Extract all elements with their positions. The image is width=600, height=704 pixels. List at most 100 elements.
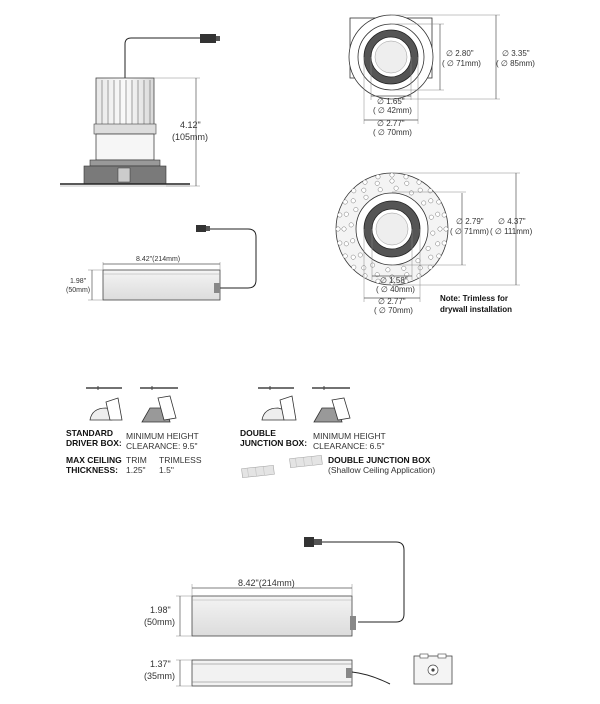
perforation-hole <box>375 278 381 284</box>
perforation-hole <box>408 190 414 196</box>
trim-top-view: ∅ 2.80" ( ∅ 71mm) ∅ 3.35" ( ∅ 85mm) ∅ 1.… <box>348 14 535 137</box>
perforation-hole <box>425 245 431 251</box>
perforation-hole <box>436 199 442 205</box>
perforation-hole <box>389 178 395 184</box>
svg-text:(35mm): (35mm) <box>144 671 175 681</box>
perforation-hole <box>436 253 442 259</box>
perforation-hole <box>443 226 449 232</box>
svg-text:∅ 3.35": ∅ 3.35" <box>502 49 530 58</box>
perforation-hole <box>342 199 348 205</box>
perforation-hole <box>403 278 409 284</box>
perforation-hole <box>353 207 359 213</box>
perforation-hole <box>427 264 433 270</box>
svg-text:( ∅ 85mm): ( ∅ 85mm) <box>496 59 535 68</box>
svg-text:∅ 4.37": ∅ 4.37" <box>498 217 526 226</box>
svg-text:( ∅ 70mm): ( ∅ 70mm) <box>373 128 412 137</box>
svg-text:drywall installation: drywall installation <box>440 305 512 314</box>
svg-text:∅ 2.80": ∅ 2.80" <box>446 49 474 58</box>
install-icon-standard-trimless <box>140 386 178 423</box>
svg-text:1.98": 1.98" <box>70 278 87 285</box>
trimless-note: Note: Trimless for <box>440 294 508 303</box>
svg-text:( ∅ 70mm): ( ∅ 70mm) <box>374 306 413 315</box>
connector-icon <box>196 225 206 232</box>
svg-text:( ∅ 71mm): ( ∅ 71mm) <box>450 227 489 236</box>
perforation-hole <box>337 240 343 246</box>
svg-text:∅ 1.65": ∅ 1.65" <box>377 97 405 106</box>
perforation-hole <box>351 188 357 194</box>
double-junction-box-icons: DOUBLE JUNCTION BOX (Shallow Ceiling App… <box>241 455 435 478</box>
perforation-hole <box>415 258 421 264</box>
perforation-hole <box>342 253 348 259</box>
perforation-hole <box>427 188 433 194</box>
double-junction-box-spec: DOUBLE JUNCTION BOX: MINIMUM HEIGHT CLEA… <box>240 428 386 451</box>
svg-text:( ∅ 42mm): ( ∅ 42mm) <box>373 106 412 115</box>
perforation-hole <box>348 222 354 228</box>
svg-text:DOUBLE JUNCTION BOX: DOUBLE JUNCTION BOX <box>328 455 431 465</box>
svg-text:(50mm): (50mm) <box>144 617 175 627</box>
svg-text:∅ 2.79": ∅ 2.79" <box>456 217 484 226</box>
height-mm-label: (105mm) <box>172 132 208 142</box>
perforation-hole <box>428 254 434 260</box>
trimless-top-view: ∅ 2.79" ( ∅ 71mm) ∅ 4.37" ( ∅ 111mm) ∅ 1… <box>335 172 533 315</box>
perforation-hole <box>417 187 423 193</box>
height-label: 4.12" <box>180 120 201 130</box>
perforation-hole <box>416 179 422 185</box>
svg-text:MINIMUM HEIGHT: MINIMUM HEIGHT <box>313 431 386 441</box>
perforation-hole <box>404 180 410 186</box>
driver-box-small: 8.42"(214mm) 1.98" (50mm) <box>66 225 257 301</box>
install-icon-double-trimless <box>312 386 351 423</box>
svg-text:MAX CEILING: MAX CEILING <box>66 455 122 465</box>
svg-text:∅ 1.58": ∅ 1.58" <box>380 276 408 285</box>
svg-text:TRIM: TRIM <box>126 455 147 465</box>
svg-text:MINIMUM HEIGHT: MINIMUM HEIGHT <box>126 431 199 441</box>
svg-text:DOUBLE: DOUBLE <box>240 428 276 438</box>
perforation-hole <box>343 211 349 217</box>
perforation-hole <box>393 185 399 191</box>
svg-text:( ∅ 71mm): ( ∅ 71mm) <box>442 59 481 68</box>
perforation-hole <box>430 230 436 236</box>
perforation-hole <box>441 240 447 246</box>
perforation-hole <box>351 264 357 270</box>
svg-text:( ∅ 111mm): ( ∅ 111mm) <box>490 227 533 236</box>
perforation-hole <box>403 174 409 180</box>
svg-text:1.98": 1.98" <box>150 605 171 615</box>
perforation-hole <box>370 262 376 268</box>
connector-icon <box>200 34 216 43</box>
fixture-side-view: 4.12" (105mm) <box>60 34 220 187</box>
perforation-hole <box>357 252 363 258</box>
svg-text:∅ 2.77": ∅ 2.77" <box>377 119 405 128</box>
standard-driver-box-spec: STANDARD DRIVER BOX: MINIMUM HEIGHT CLEA… <box>66 428 199 451</box>
perforation-hole <box>389 172 395 178</box>
svg-text:STANDARD: STANDARD <box>66 428 113 438</box>
perforation-hole <box>435 211 441 217</box>
perforation-hole <box>374 180 380 186</box>
svg-text:8.42"(214mm): 8.42"(214mm) <box>238 578 295 588</box>
svg-text:∅ 2.77": ∅ 2.77" <box>378 297 406 306</box>
svg-text:1.5": 1.5" <box>159 465 174 475</box>
install-icon-standard-trim <box>86 386 123 421</box>
svg-text:(Shallow Ceiling Application): (Shallow Ceiling Application) <box>328 465 435 475</box>
perforation-hole <box>361 187 367 193</box>
perforation-hole <box>428 198 434 204</box>
svg-text:THICKNESS:: THICKNESS: <box>66 465 118 475</box>
perforation-hole <box>350 238 356 244</box>
perforation-hole <box>350 198 356 204</box>
svg-text:( ∅ 40mm): ( ∅ 40mm) <box>376 285 415 294</box>
perforation-hole <box>363 194 369 200</box>
perforation-hole <box>343 241 349 247</box>
perforation-hole <box>362 273 368 279</box>
perforation-hole <box>437 226 443 232</box>
install-icon-double-trim <box>258 386 297 421</box>
perforation-hole <box>341 226 347 232</box>
svg-text:CLEARANCE: 9.5": CLEARANCE: 9.5" <box>126 441 198 451</box>
perforation-hole <box>435 241 441 247</box>
svg-text:CLEARANCE: 6.5": CLEARANCE: 6.5" <box>313 441 385 451</box>
perforation-hole <box>375 174 381 180</box>
max-ceiling-thickness: MAX CEILING THICKNESS: TRIM 1.25" TRIMLE… <box>66 455 202 475</box>
svg-text:1.37": 1.37" <box>150 659 171 669</box>
svg-text:TRIMLESS: TRIMLESS <box>159 455 202 465</box>
svg-text:DRIVER BOX:: DRIVER BOX: <box>66 438 122 448</box>
perforation-hole <box>362 179 368 185</box>
connector-icon <box>304 537 314 547</box>
